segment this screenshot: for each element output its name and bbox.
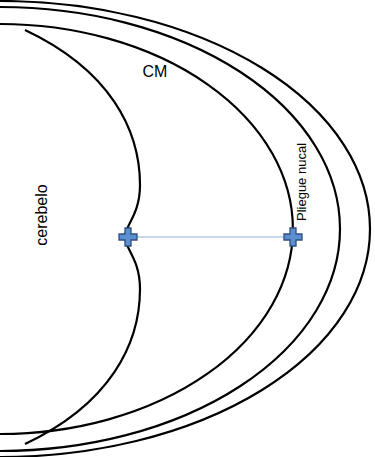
skin-contour (0, 7, 340, 451)
skull-contour (0, 24, 293, 434)
caliper-cross (284, 228, 302, 246)
caliper-cross (119, 228, 137, 246)
measurement-line (131, 236, 290, 237)
cerebellum-outline (25, 30, 140, 444)
structure-label: CM (143, 64, 168, 80)
structure-label: Pliegue nucal (295, 143, 308, 221)
structure-label: cerebelo (34, 184, 50, 245)
